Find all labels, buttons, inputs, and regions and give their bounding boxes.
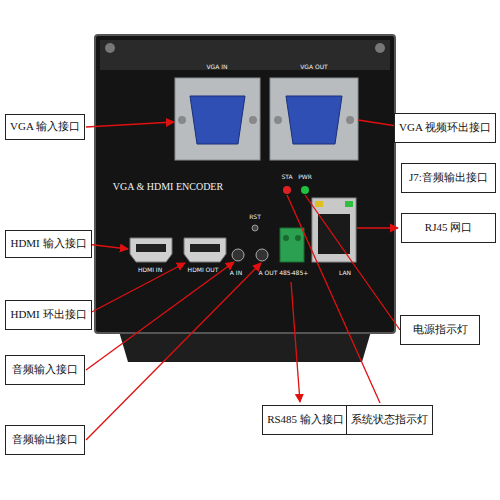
- audio-jack: [232, 249, 244, 261]
- leader-line: [357, 227, 398, 228]
- screw: [105, 43, 115, 53]
- leader-line: [86, 262, 234, 370]
- callout-text: HDMI 输入接口: [10, 237, 86, 250]
- top-strip: [100, 40, 390, 70]
- panel-label: VGA IN: [206, 64, 227, 70]
- panel-label: 485-: [279, 270, 293, 276]
- terminal-screw: [295, 235, 301, 241]
- leader-line: [86, 122, 174, 127]
- panel-label: HDMI IN: [138, 267, 162, 273]
- panel-label: A OUT: [259, 270, 278, 276]
- callout-box: VGA 视频环出接口: [394, 113, 496, 143]
- callout-box: 电源指示灯: [400, 315, 480, 345]
- callout-text: 音频输出接口: [12, 433, 78, 446]
- leader-line: [86, 263, 261, 440]
- hdmi-slot: [190, 244, 220, 252]
- callout-box: 音频输入接口: [5, 355, 85, 385]
- power-led: [301, 186, 309, 194]
- hdmi-port: [130, 238, 172, 262]
- status-led: [283, 186, 291, 194]
- callout-box: HDMI 输入接口: [5, 230, 92, 258]
- callout-box: RS485 输入接口: [262, 405, 349, 435]
- callout-text: 电源指示灯: [413, 323, 468, 336]
- callout-box: 音频输出接口: [5, 425, 85, 455]
- screw: [375, 43, 385, 53]
- callout-box: RJ45 网口: [401, 213, 496, 243]
- panel-label: 485+: [292, 270, 308, 276]
- callout-box: VGA 输入接口: [5, 114, 85, 140]
- callout-text: 音频输入接口: [12, 363, 78, 376]
- hdmi-port: [184, 238, 226, 262]
- panel-label: A IN: [230, 270, 242, 276]
- device-housing: [95, 35, 395, 333]
- screw: [346, 116, 354, 124]
- vga-connector: [286, 96, 342, 144]
- callout-box: 系统状态指示灯: [346, 405, 433, 435]
- callout-text: J7:音频输出接口: [409, 171, 488, 184]
- panel-label: VGA & HDMI ENCODER: [113, 182, 223, 192]
- callout-box: J7:音频输出接口: [401, 163, 496, 193]
- panel-label: STA: [281, 174, 292, 180]
- audio-jack: [256, 249, 268, 261]
- rs485-terminal: [280, 228, 304, 262]
- panel-label: LAN: [339, 270, 351, 276]
- panel-label: VGA OUT: [300, 64, 328, 70]
- panel-label: HDMI OUT: [188, 267, 219, 273]
- screw: [178, 116, 186, 124]
- screw: [274, 116, 282, 124]
- leader-line: [291, 282, 300, 402]
- terminal-screw: [283, 235, 289, 241]
- callout-text: RJ45 网口: [425, 221, 472, 234]
- leader-line: [305, 195, 400, 330]
- screw: [249, 116, 257, 124]
- callout-text: VGA 视频环出接口: [399, 121, 491, 134]
- vga-plate: [175, 78, 260, 160]
- callout-box: HDMI 环出接口: [5, 300, 92, 330]
- lan-led: [315, 201, 323, 207]
- panel-label: RST: [249, 214, 261, 220]
- callout-text: VGA 输入接口: [10, 120, 80, 133]
- reset-hole: [252, 225, 258, 231]
- rj45-jack: [312, 198, 356, 262]
- lan-led: [345, 201, 353, 207]
- panel-label: PWR: [298, 174, 312, 180]
- vga-plate: [270, 78, 358, 160]
- hdmi-slot: [136, 244, 166, 252]
- callout-text: 系统状态指示灯: [351, 413, 428, 426]
- leader-line: [86, 263, 185, 315]
- leader-line: [86, 244, 128, 249]
- callout-text: HDMI 环出接口: [10, 308, 86, 321]
- vga-connector: [190, 96, 245, 144]
- leader-line: [287, 195, 380, 403]
- callout-text: RS485 输入接口: [267, 413, 344, 426]
